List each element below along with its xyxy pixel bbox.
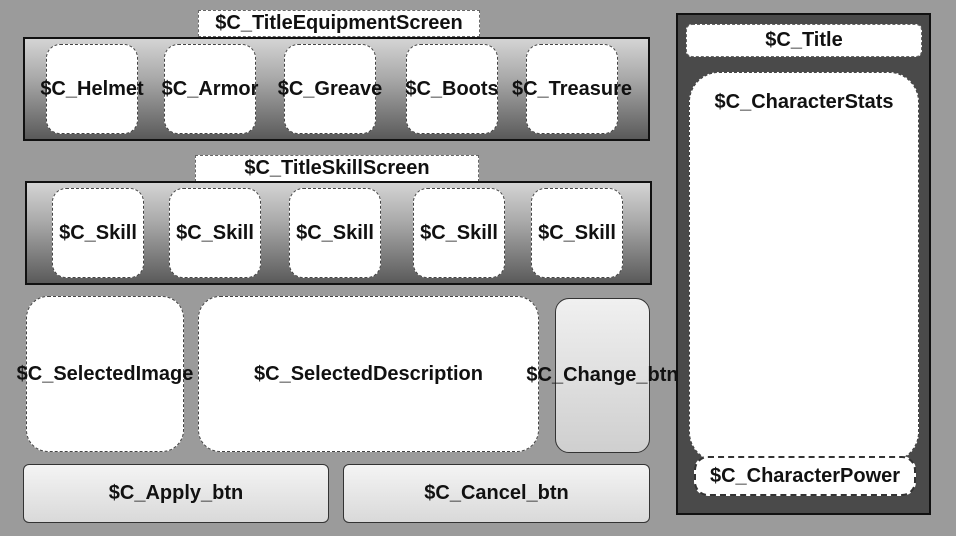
equipment-slot-helmet[interactable]: $C_Helmet bbox=[40, 44, 144, 134]
change-button-label: $C_Change_btn bbox=[526, 364, 679, 386]
selected-description: $C_SelectedDescription bbox=[198, 296, 539, 452]
equipment-title: $C_TitleEquipmentScreen bbox=[198, 10, 480, 37]
skill-slot-label: $C_Skill bbox=[296, 221, 374, 244]
skill-slot-label: $C_Skill bbox=[420, 221, 498, 244]
character-stats-label: $C_CharacterStats bbox=[714, 91, 894, 113]
apply-button[interactable]: $C_Apply_btn bbox=[23, 464, 329, 523]
skill-slot-label: $C_Skill bbox=[538, 221, 616, 244]
equipment-slot-treasure[interactable]: $C_Treasure bbox=[512, 44, 632, 134]
equipment-slot-label: $C_Treasure bbox=[511, 77, 633, 100]
cancel-button-label: $C_Cancel_btn bbox=[424, 482, 569, 504]
skill-title: $C_TitleSkillScreen bbox=[195, 155, 479, 182]
selected-image-label: $C_SelectedImage bbox=[16, 362, 194, 385]
skill-slot[interactable]: $C_Skill bbox=[413, 188, 505, 278]
skill-slot[interactable]: $C_Skill bbox=[52, 188, 144, 278]
skill-slot-label: $C_Skill bbox=[59, 221, 137, 244]
equipment-slot-label: $C_Greave bbox=[277, 77, 383, 100]
change-button[interactable]: $C_Change_btn bbox=[526, 298, 679, 453]
skill-slot[interactable]: $C_Skill bbox=[169, 188, 261, 278]
character-title: $C_Title bbox=[686, 24, 922, 57]
skill-slot[interactable]: $C_Skill bbox=[289, 188, 381, 278]
equipment-slot-label: $C_Armor bbox=[161, 77, 259, 100]
character-power-label: $C_CharacterPower bbox=[709, 464, 901, 487]
equipment-slot-boots[interactable]: $C_Boots bbox=[405, 44, 499, 134]
apply-button-label: $C_Apply_btn bbox=[108, 482, 244, 504]
cancel-button[interactable]: $C_Cancel_btn bbox=[343, 464, 650, 523]
selected-description-label: $C_SelectedDescription bbox=[254, 363, 483, 385]
selected-image: $C_SelectedImage bbox=[17, 296, 193, 452]
equipment-slot-armor[interactable]: $C_Armor bbox=[161, 44, 259, 134]
equipment-slot-label: $C_Helmet bbox=[40, 77, 144, 100]
character-stats: $C_CharacterStats bbox=[689, 72, 919, 462]
skill-slot[interactable]: $C_Skill bbox=[531, 188, 623, 278]
character-power: $C_CharacterPower bbox=[694, 456, 916, 496]
equipment-slot-label: $C_Boots bbox=[405, 77, 499, 100]
equipment-slot-greave[interactable]: $C_Greave bbox=[278, 44, 382, 134]
skill-slot-label: $C_Skill bbox=[176, 221, 254, 244]
